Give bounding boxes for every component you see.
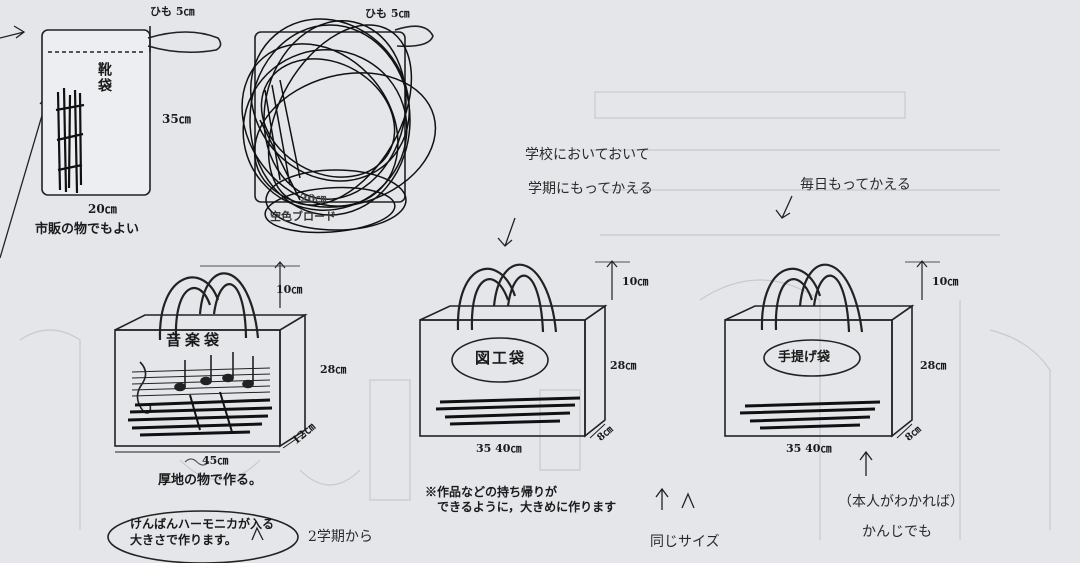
hand-up-arrow xyxy=(859,450,873,476)
hand-bag-height: 28㎝ xyxy=(920,359,947,372)
music-hand-note: 2学期から xyxy=(308,529,373,545)
music-bag-depth-line xyxy=(282,432,306,449)
pen-arrow-wave xyxy=(184,458,210,466)
shoe-bag-note: 市販の物でもよい xyxy=(35,222,140,237)
music-bag-height: 28㎝ xyxy=(320,363,347,376)
hand-hand-note: 毎日もってかえる xyxy=(800,177,911,193)
shoe-bag-scribble xyxy=(55,87,85,194)
hand-note-arrow xyxy=(775,195,793,219)
craft-bag-title: 図工袋 xyxy=(475,349,527,367)
craft-hand-note-line2: 学期にもってかえる xyxy=(528,181,653,197)
music-bag-drawing xyxy=(114,261,308,448)
craft-note-line2: できるように，大きめに作ります xyxy=(437,500,617,514)
bleed-through-marks xyxy=(19,91,1051,540)
craft-bag-scribble xyxy=(435,396,581,426)
second-bag-width: 20㎝ xyxy=(300,192,327,205)
second-bag-material: 空色ブロード xyxy=(270,210,336,223)
craft-bag-drawing xyxy=(419,260,630,439)
hand-bag-handle-height: 10㎝ xyxy=(932,275,959,288)
craft-hand-bottom: 同じサイズ xyxy=(650,534,720,550)
shoe-bag-title: 靴袋 xyxy=(96,62,112,94)
hand-hand-note-bottom-line2: かんじでも xyxy=(862,524,932,540)
hand-hand-note-bottom-line1: （本人がわかれば） xyxy=(838,494,964,510)
music-circled-note-line2: 大きさで作ります。 xyxy=(130,533,237,547)
music-bag-scribble xyxy=(127,391,273,437)
pen-caret xyxy=(251,526,264,541)
craft-note-line1: ※作品などの持ち帰りが xyxy=(425,485,558,499)
music-bag-note: 厚地の物で作る。 xyxy=(158,473,263,488)
shoe-bag-height: 35㎝ xyxy=(162,112,191,126)
craft-hand-note-line1: 学校においておいて xyxy=(525,147,650,163)
craft-bag-height: 28㎝ xyxy=(610,359,637,372)
craft-bag-handle-height: 10㎝ xyxy=(622,275,649,288)
shoe-bag-width: 20㎝ xyxy=(88,202,117,216)
music-bag-handle-height: 10㎝ xyxy=(276,283,303,296)
music-circled-note-line1: けんばんハーモニカが入る xyxy=(130,517,275,531)
second-bag-scribble xyxy=(241,18,437,234)
craft-bag-width: 35 40㎝ xyxy=(476,442,522,455)
music-bag-width: 45㎝ xyxy=(202,454,229,467)
hand-bag-drawing xyxy=(724,260,940,439)
pen-arrow xyxy=(0,25,26,39)
hand-bag-scribble xyxy=(739,400,881,430)
music-note-oval xyxy=(107,510,299,563)
shoe-bag-string-label: ひも 5㎝ xyxy=(150,5,195,18)
second-bag-string-label: ひも 5㎝ xyxy=(365,7,410,20)
hand-bag-width: 35 40㎝ xyxy=(786,442,832,455)
craft-note-arrow xyxy=(497,217,516,247)
craft-up-arrow xyxy=(655,487,695,510)
music-bag-title: 音楽袋 xyxy=(166,331,224,349)
hand-bag-title: 手提げ袋 xyxy=(778,350,831,365)
